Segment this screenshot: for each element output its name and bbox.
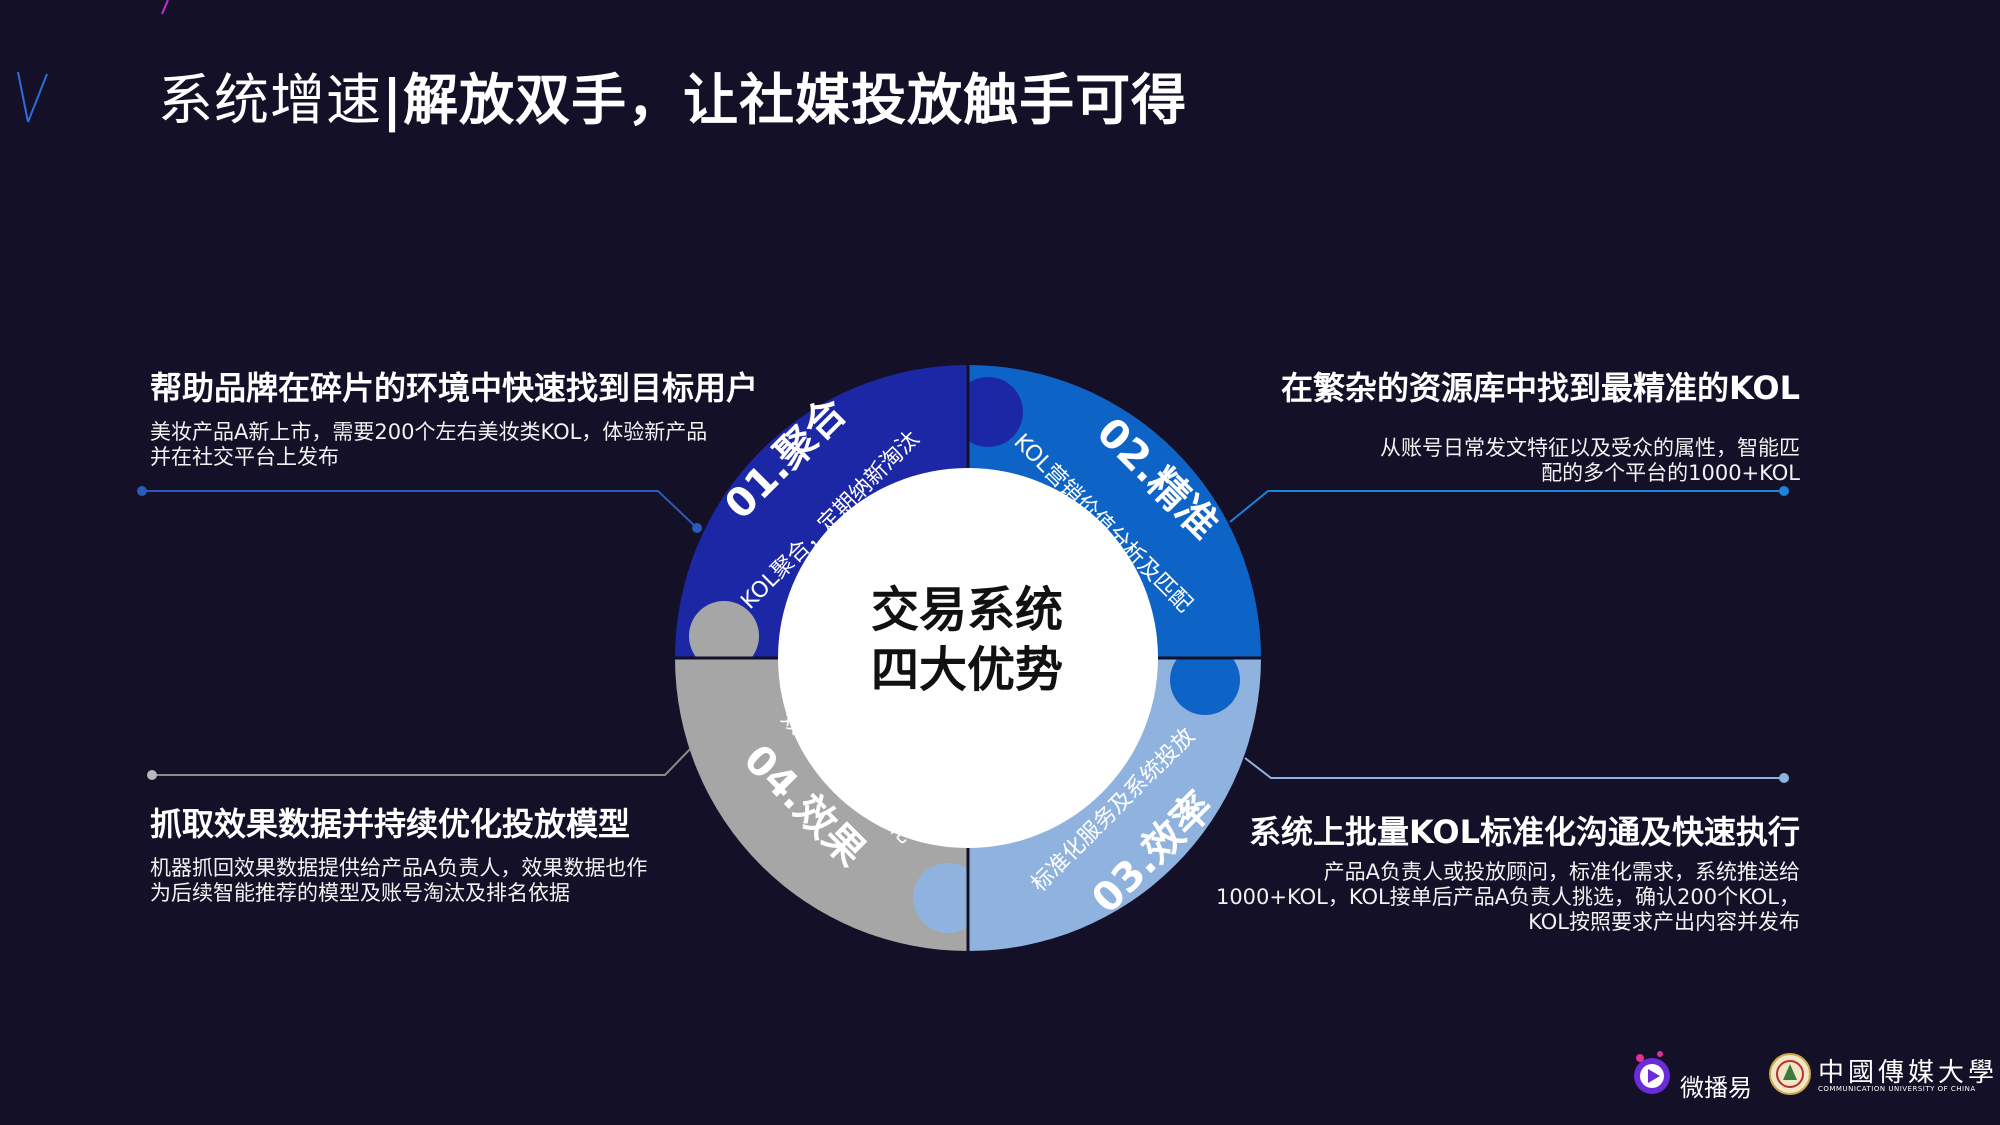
advantage-block-1: 帮助品牌在碎片的环境中快速找到目标用户 美妆产品A新上市，需要200个左右美妆类… [150,366,770,470]
block-3-text: 产品A负责人或投放顾问，标准化需求，系统推送给 1000+KOL，KOL接单后产… [1180,860,1800,935]
block-3-heading: 系统上批量KOL标准化沟通及快速执行 [1249,813,1800,851]
block-3-line: 产品A负责人或投放顾问，标准化需求，系统推送给 [1323,860,1800,884]
block-1-text: 美妆产品A新上市，需要200个左右美妆类KOL，体验新产品 并在社交平台上发布 [150,420,770,470]
block-3-line: KOL按照要求产出内容并发布 [1528,910,1800,934]
center-label: 交易系统 四大优势 [832,580,1102,700]
center-circle [778,468,1158,848]
block-1-heading: 帮助品牌在碎片的环境中快速找到目标用户 [150,369,759,407]
cuc-logo-subtext: COMMUNICATION UNIVERSITY OF CHINA [1818,1085,1976,1093]
page-title: 系统增速|解放双手，让社媒投放触手可得 [158,62,1187,138]
block-3-line: 1000+KOL，KOL接单后产品A负责人挑选，确认200个KOL， [1215,885,1800,909]
block-1-line: 美妆产品A新上市，需要200个左右美妆类KOL，体验新产品 [150,420,708,444]
connector-line-1 [137,486,702,533]
connector-line-3 [147,745,694,780]
puzzle-tab-3 [913,863,983,933]
puzzle-tab-4 [953,377,1023,447]
cuc-logo-text: 中國傳媒大學 [1818,1058,1999,1088]
tick-decoration [161,0,169,15]
connector-line-2 [1229,486,1789,523]
block-4-text: 机器抓回效果数据提供给产品A负责人，效果数据也作 为后续智能推荐的模型及账号淘汰… [150,856,770,906]
block-2-heading: 在繁杂的资源库中找到最精准的KOL [1281,369,1800,407]
center-line-1: 交易系统 [870,582,1063,638]
block-2-line: 配的多个平台的1000+KOL [1541,461,1800,485]
puzzle-tab-2 [1170,645,1240,715]
block-1-line: 并在社交平台上发布 [150,445,339,469]
weiboyi-logo-icon [1634,1051,1670,1094]
block-2-line: 从账号日常发文特征以及受众的属性，智能匹 [1380,436,1800,460]
title-bold: 解放双手，让社媒投放触手可得 [403,68,1188,132]
title-light: 系统增速 [158,68,383,132]
advantage-block-2: 在繁杂的资源库中找到最精准的KOL 从账号日常发文特征以及受众的属性，智能匹 配… [1180,366,1800,486]
cuc-emblem-icon [1769,1053,1811,1095]
block-4-line: 机器抓回效果数据提供给产品A负责人，效果数据也作 [150,856,648,880]
center-line-2: 四大优势 [870,642,1063,698]
weiboyi-logo-text: 微播易 [1680,1074,1752,1102]
block-4-heading: 抓取效果数据并持续优化投放模型 [150,805,631,843]
title-separator: | [382,68,404,132]
block-4-line: 为后续智能推荐的模型及账号淘汰及排名依据 [150,881,570,905]
advantage-block-4: 抓取效果数据并持续优化投放模型 机器抓回效果数据提供给产品A负责人，效果数据也作… [150,802,770,906]
block-2-text: 从账号日常发文特征以及受众的属性，智能匹 配的多个平台的1000+KOL [1180,436,1800,486]
advantage-block-3: 系统上批量KOL标准化沟通及快速执行 产品A负责人或投放顾问，标准化需求，系统推… [1180,810,1800,935]
connector-line-4 [1244,757,1789,783]
v-decoration [17,71,48,123]
puzzle-tab-1 [689,601,759,671]
logo-marks [1634,1051,1811,1095]
